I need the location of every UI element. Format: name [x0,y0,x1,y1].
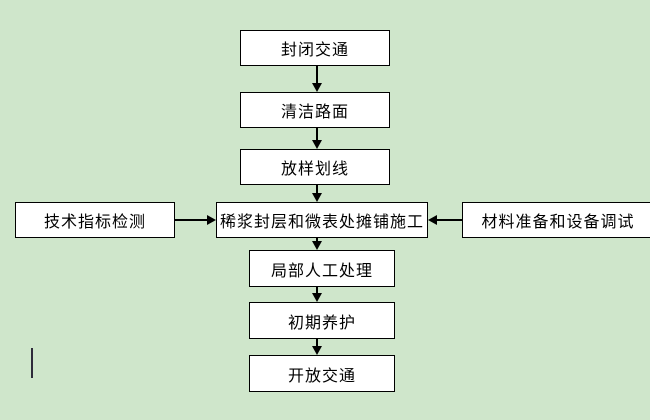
arrow-down-curing-to-open [312,339,322,355]
arrow-head-left-icon [428,215,437,225]
arrow-down-close-to-clean [312,66,322,92]
flow-node-setting-out-marking: 放样划线 [240,149,390,185]
arrow-right-tech-to-paving [175,215,216,225]
flow-node-technical-index-inspection: 技术指标检测 [15,202,175,238]
arrow-head-down-icon [312,83,322,92]
arrow-head-down-icon [312,346,322,355]
arrow-head-down-icon [312,193,322,202]
arrow-shaft [316,66,318,83]
flow-node-local-manual-treatment: 局部人工处理 [249,250,395,287]
arrow-down-manual-to-curing [312,287,322,302]
flow-node-open-traffic: 开放交通 [249,355,395,392]
arrow-down-clean-to-layout [312,128,322,149]
arrow-shaft [437,219,462,221]
arrow-head-down-icon [312,293,322,302]
arrow-shaft [316,128,318,140]
flow-node-clean-pavement: 清洁路面 [240,92,390,128]
flow-node-initial-curing: 初期养护 [249,302,395,339]
arrow-head-right-icon [207,215,216,225]
arrow-shaft [175,219,207,221]
flow-node-material-prep-equipment-debug: 材料准备和设备调试 [462,202,650,238]
arrow-shaft [316,287,318,293]
flow-node-close-traffic: 封闭交通 [240,30,390,66]
arrow-shaft [316,185,318,193]
arrow-shaft [316,238,318,241]
arrow-shaft [316,339,318,346]
arrow-down-layout-to-paving [312,185,322,202]
arrow-head-down-icon [312,241,322,250]
flow-node-slurry-seal-micro-surfacing-paving: 稀浆封层和微表处摊铺施工 [216,202,428,238]
text-cursor [31,348,33,378]
arrow-left-material-to-paving [428,215,462,225]
arrow-down-paving-to-manual [312,238,322,250]
arrow-head-down-icon [312,140,322,149]
